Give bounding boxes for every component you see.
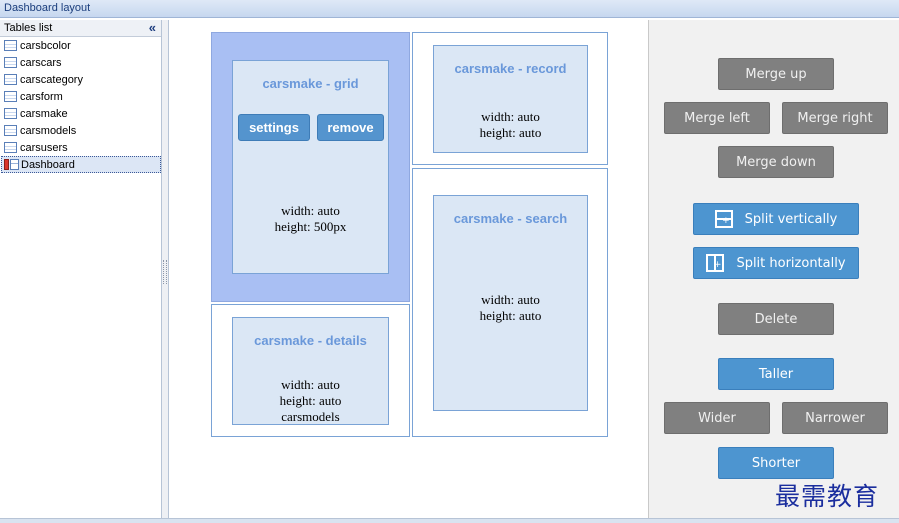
sidebar-header: Tables list « (0, 20, 161, 37)
search-widget: carsmake - search width: auto height: au… (433, 195, 588, 411)
sidebar-item-carsmake[interactable]: carsmake (0, 105, 161, 122)
grid-widget-info: width: auto height: 500px (233, 203, 388, 235)
sidebar-item-label: carscategory (20, 73, 83, 86)
table-icon (4, 57, 17, 68)
grid-widget-title: carsmake - grid (262, 76, 359, 91)
sidebar-header-label: Tables list (4, 22, 53, 34)
sidebar-item-label: carsform (20, 90, 63, 103)
grid-widget: carsmake - grid settings remove width: a… (232, 60, 389, 274)
table-icon (4, 108, 17, 119)
sidebar-item-label: carsmodels (20, 124, 77, 137)
settings-button[interactable]: settings (238, 114, 310, 141)
search-widget-title: carsmake - search (453, 211, 568, 226)
sidebar-item-label: carsmake (20, 107, 68, 120)
sidebar-item-label: carsusers (20, 141, 68, 154)
record-widget-title: carsmake - record (454, 61, 567, 76)
details-widget-info: width: auto height: auto carsmodels (233, 377, 388, 425)
details-widget-title: carsmake - details (254, 333, 367, 348)
split-vertically-label: Split vertically (744, 211, 838, 227)
merge-up-button[interactable]: Merge up (718, 58, 834, 90)
narrower-button[interactable]: Narrower (782, 402, 888, 434)
tables-list-sidebar: Tables list « carsbcolor carscars carsca… (0, 20, 162, 518)
sidebar-item-carscars[interactable]: carscars (0, 54, 161, 71)
details-widget: carsmake - details width: auto height: a… (232, 317, 389, 425)
split-horizontal-icon: + (706, 254, 725, 272)
record-width-text: width: auto (481, 109, 540, 124)
search-panel[interactable]: carsmake - search width: auto height: au… (412, 168, 608, 437)
grid-width-text: width: auto (281, 203, 340, 218)
sidebar-item-label: carscars (20, 56, 62, 69)
record-panel[interactable]: carsmake - record width: auto height: au… (412, 32, 608, 165)
wider-button[interactable]: Wider (664, 402, 770, 434)
window-title: Dashboard layout (4, 2, 91, 14)
grid-height-text: height: 500px (274, 219, 347, 234)
split-vertically-button[interactable]: + Split vertically (693, 203, 859, 235)
merge-left-button[interactable]: Merge left (664, 102, 770, 134)
remove-button[interactable]: remove (317, 114, 384, 141)
shorter-button[interactable]: Shorter (718, 447, 834, 479)
window-titlebar: Dashboard layout (0, 0, 899, 18)
details-width-text: width: auto (281, 377, 340, 392)
search-height-text: height: auto (479, 308, 542, 323)
table-icon (4, 40, 17, 51)
record-widget: carsmake - record width: auto height: au… (433, 45, 588, 153)
delete-button[interactable]: Delete (718, 303, 834, 335)
dashboard-canvas: carsmake - grid settings remove width: a… (170, 20, 648, 518)
split-horizontally-button[interactable]: + Split horizontally (693, 247, 859, 279)
sidebar-item-carsform[interactable]: carsform (0, 88, 161, 105)
sidebar-item-label: Dashboard (21, 158, 75, 171)
sidebar-item-carsmodels[interactable]: carsmodels (0, 122, 161, 139)
sidebar-item-carsbcolor[interactable]: carsbcolor (0, 37, 161, 54)
table-icon (4, 125, 17, 136)
grid-panel[interactable]: carsmake - grid settings remove width: a… (211, 32, 410, 302)
table-icon (4, 142, 17, 153)
status-bar (0, 518, 899, 523)
split-horizontally-label: Split horizontally (736, 255, 846, 271)
taller-button[interactable]: Taller (718, 358, 834, 390)
sidebar-item-carsusers[interactable]: carsusers (0, 139, 161, 156)
sidebar-splitter[interactable] (162, 20, 169, 518)
merge-down-button[interactable]: Merge down (718, 146, 834, 178)
table-icon (4, 74, 17, 85)
sidebar-item-label: carsbcolor (20, 39, 71, 52)
details-panel[interactable]: carsmake - details width: auto height: a… (211, 304, 410, 437)
details-height-text: height: auto (279, 393, 342, 408)
table-icon (4, 91, 17, 102)
watermark-text: 最需教育 (775, 482, 880, 511)
details-table-text: carsmodels (281, 409, 340, 424)
layout-actions-panel: Merge up Merge left Merge right Merge do… (648, 20, 899, 518)
collapse-icon[interactable]: « (148, 20, 156, 35)
merge-right-button[interactable]: Merge right (782, 102, 888, 134)
splitter-grip-icon[interactable] (163, 260, 167, 284)
sidebar-item-dashboard[interactable]: Dashboard (1, 156, 161, 173)
search-widget-info: width: auto height: auto (434, 292, 587, 324)
sidebar-item-carscategory[interactable]: carscategory (0, 71, 161, 88)
split-vertical-icon: + (714, 210, 733, 228)
search-width-text: width: auto (481, 292, 540, 307)
record-widget-info: width: auto height: auto (434, 109, 587, 141)
dashboard-icon (4, 159, 19, 170)
record-height-text: height: auto (479, 125, 542, 140)
